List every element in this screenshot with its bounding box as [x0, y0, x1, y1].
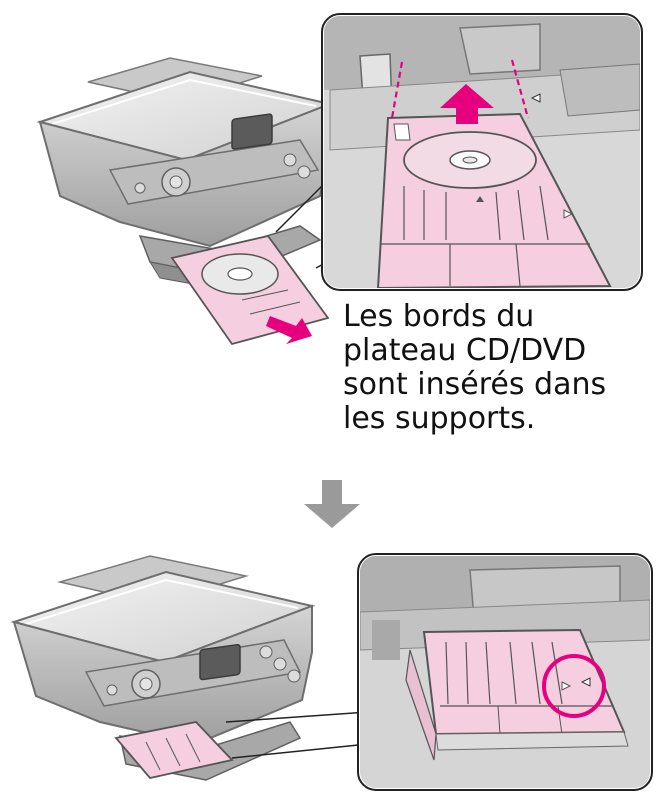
- caption-line-3: sont insérés dans: [343, 367, 607, 402]
- caption-line-2: plateau CD/DVD: [343, 333, 587, 368]
- highlight-circle: [542, 654, 606, 718]
- down-step-arrow-icon: [304, 480, 360, 528]
- cd-tray-top-small: [170, 234, 330, 346]
- zoom-callout-top: [321, 13, 643, 291]
- caption-line-4: les supports.: [343, 401, 536, 436]
- zoom-callout-bottom: [357, 553, 653, 791]
- caption-line-1: Les bords du: [343, 299, 535, 334]
- insert-arrow-icon: [266, 316, 312, 344]
- printer-illustration-top: [36, 57, 334, 291]
- caption-text: Les bords du plateau CD/DVD sont insérés…: [343, 300, 655, 436]
- cd-tray-bottom-small: [114, 721, 234, 779]
- push-arrow-icon: [440, 84, 494, 124]
